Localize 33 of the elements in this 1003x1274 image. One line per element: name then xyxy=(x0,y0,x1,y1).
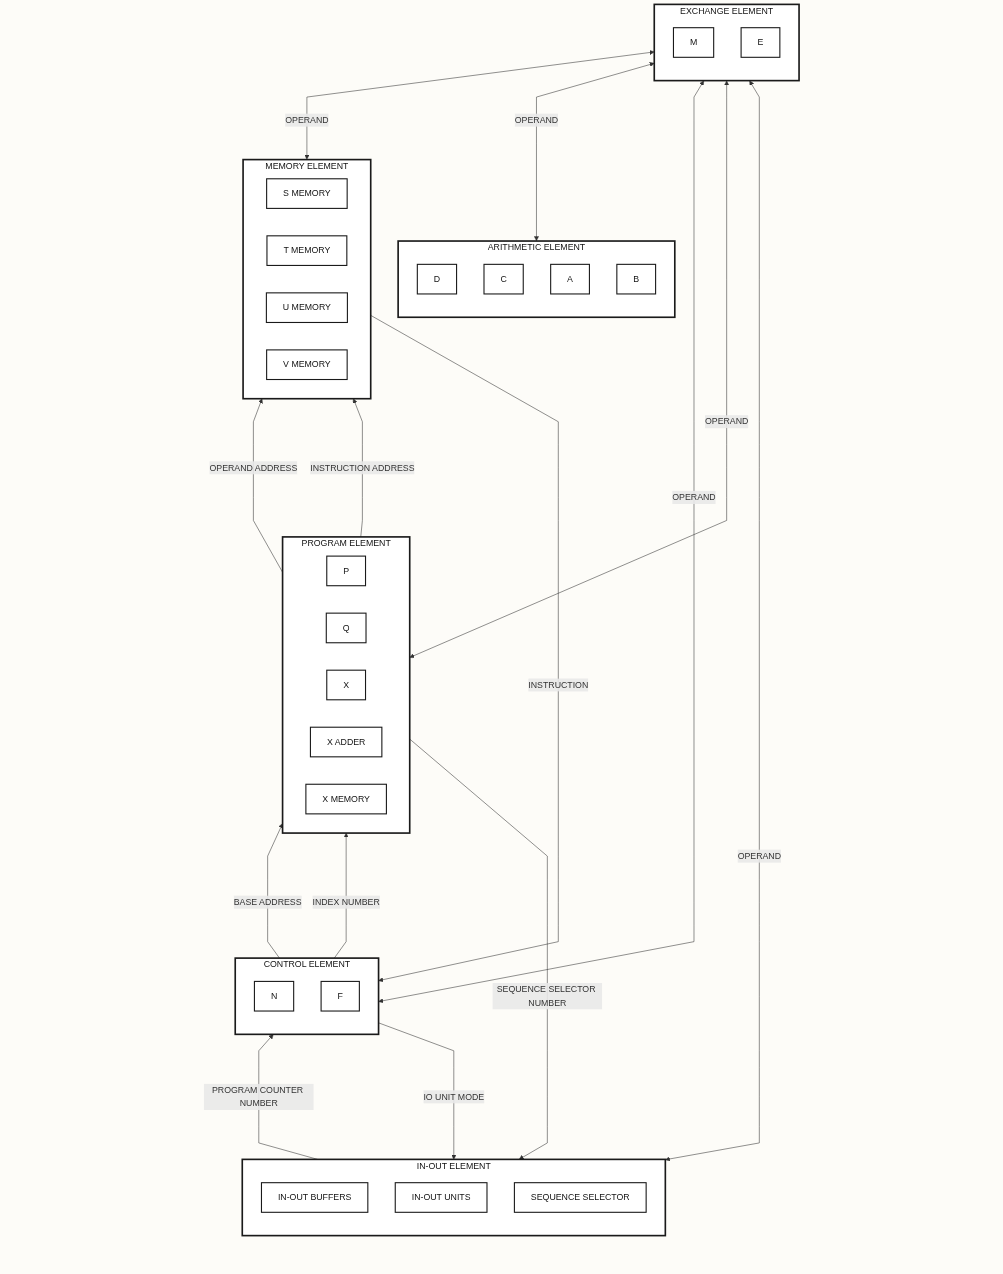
node-box: U MEMORY xyxy=(265,292,348,324)
edge-label: OPERAND xyxy=(704,416,749,427)
node-box: S MEMORY xyxy=(266,178,348,209)
edge-label: INDEX NUMBER xyxy=(312,897,380,907)
node-box: V MEMORY xyxy=(266,349,348,381)
node-box: B xyxy=(616,263,657,295)
edge-label: INSTRUCTION ADDRESS xyxy=(310,462,415,473)
node-box: F xyxy=(320,980,360,1012)
node-box: IN-OUT UNITS xyxy=(394,1182,488,1213)
node-box: IN-OUT BUFFERS xyxy=(260,1182,369,1213)
edge-label: SEQUENCE SELECTOR NUMBER xyxy=(496,984,596,1008)
node-box: T MEMORY xyxy=(266,235,348,266)
node-box: E xyxy=(740,27,781,58)
edge-label: INSTRUCTION xyxy=(528,680,589,690)
edge-label: BASE ADDRESS xyxy=(233,897,302,907)
node-box: N xyxy=(253,980,295,1012)
edge-label: OPERAND xyxy=(672,492,716,502)
edge-label: IO UNIT MODE xyxy=(423,1091,485,1102)
node-box: SEQUENCE SELECTOR xyxy=(513,1182,647,1213)
node-box: X ADDER xyxy=(309,726,383,758)
node-box: P xyxy=(326,555,367,587)
node-box: C xyxy=(483,263,524,295)
node-box: Q xyxy=(325,612,367,644)
edge-label: OPERAND xyxy=(737,851,782,861)
node-box: X MEMORY xyxy=(305,783,387,815)
node-box: X xyxy=(326,669,367,701)
edge-label: PROGRAM COUNTER NUMBER xyxy=(211,1085,304,1108)
node-box: D xyxy=(416,263,458,295)
edge-label: OPERAND xyxy=(514,115,559,125)
node-box: A xyxy=(550,263,590,295)
node-box: M xyxy=(672,27,715,58)
edge-label: OPERAND xyxy=(285,115,329,125)
edge-label: OPERAND ADDRESS xyxy=(209,462,298,473)
